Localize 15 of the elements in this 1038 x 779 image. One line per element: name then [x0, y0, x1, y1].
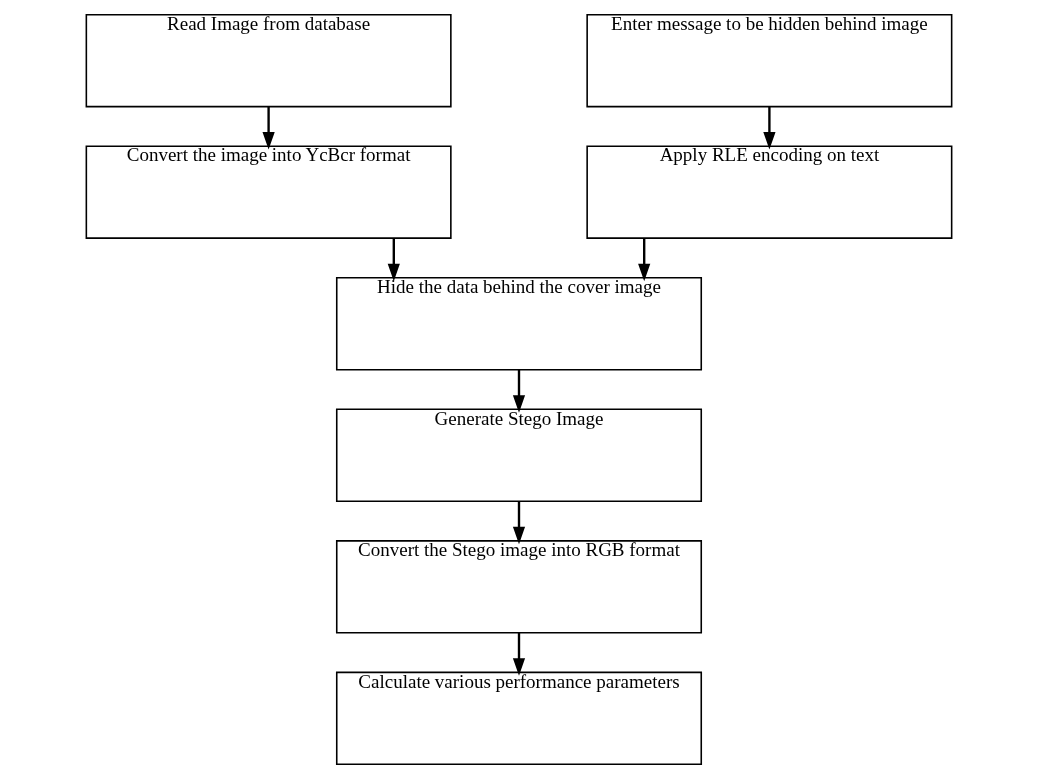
arrow — [512, 632, 526, 676]
node-box: Apply RLE encoding on text — [586, 145, 953, 239]
node-box: Calculate various performance parameters — [335, 671, 703, 766]
node-box: Read Image from database — [85, 13, 452, 108]
node-box: Convert the Stego image into RGB format — [335, 540, 703, 634]
arrow — [512, 369, 526, 413]
arrow — [763, 106, 776, 150]
node-box: Enter message to be hidden behind image — [586, 13, 953, 108]
arrow — [387, 238, 400, 282]
node-box: Hide the data behind the cover image — [335, 276, 703, 371]
arrow — [638, 238, 651, 282]
node-box: Generate Stego Image — [335, 408, 703, 503]
node-box: Convert the image into YcBcr format — [85, 145, 452, 239]
arrow — [262, 106, 275, 150]
arrow — [512, 501, 526, 545]
